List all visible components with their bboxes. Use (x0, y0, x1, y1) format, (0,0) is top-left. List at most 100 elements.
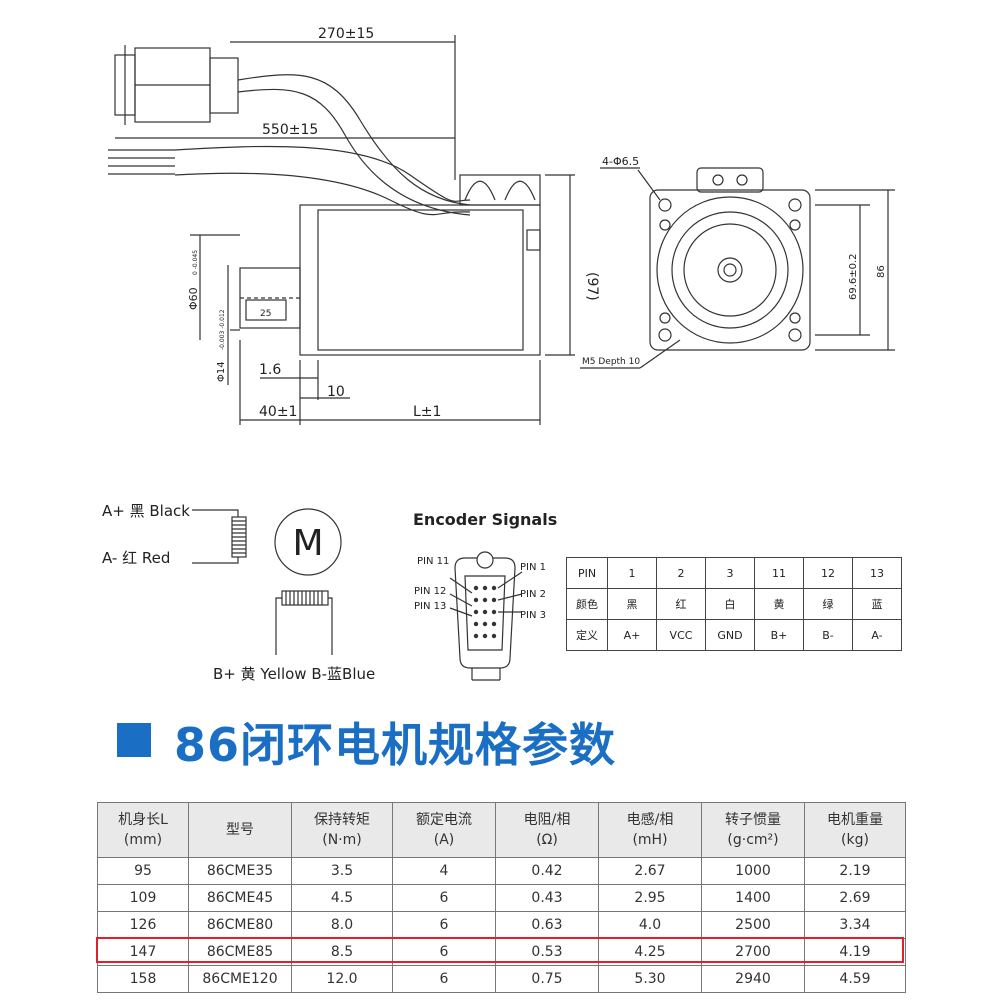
spec-table-cell: 3.5 (291, 857, 393, 885)
spec-table-cell: 6 (392, 911, 496, 939)
spec-header-cell: 电阻/相(Ω) (495, 802, 599, 858)
pin-table-cell: 黄 (754, 588, 804, 620)
pin-table-cell: 颜色 (566, 588, 608, 620)
spec-header-label: 型号 (226, 822, 254, 838)
spec-table-cell: 109 (97, 884, 189, 912)
spec-table-cell: 2.19 (804, 857, 906, 885)
spec-header-label: 转子惯量 (725, 812, 781, 828)
pin-table-cell: 红 (656, 588, 706, 620)
dim-phi14-tol: -0.003 -0.012 (219, 309, 226, 350)
dim-holes: 4-Φ6.5 (602, 155, 639, 168)
spec-table-cell: 0.42 (495, 857, 599, 885)
spec-table-cell: 4.25 (598, 938, 702, 966)
spec-table-cell: 86CME85 (188, 938, 292, 966)
dim-1-6: 1.6 (259, 362, 281, 378)
spec-table-cell: 5.30 (598, 965, 702, 993)
spec-table-cell: 12.0 (291, 965, 393, 993)
spec-table-cell: 4.0 (598, 911, 702, 939)
db15-connector: PIN 11 PIN 12 PIN 13 PIN 1 PIN 2 PIN 3 (414, 551, 546, 681)
spec-header-unit: (mm) (123, 832, 163, 848)
wire-a-minus-label: A- 红 Red (102, 549, 171, 567)
pin-table-cell: PIN (566, 557, 608, 589)
spec-table-cell: 2700 (701, 938, 805, 966)
section-title: 86闭环电机规格参数 (174, 718, 617, 772)
spec-table-cell: 2500 (701, 911, 805, 939)
spec-header-unit: (mH) (632, 832, 668, 848)
wire-b-label: B+ 黄 Yellow B-蓝Blue (213, 665, 376, 683)
spec-header-unit: (Ω) (536, 832, 558, 848)
motor-symbol-letter: M (292, 523, 323, 564)
spec-header-cell: 额定电流 (A) (392, 802, 496, 858)
spec-table-cell: 86CME80 (188, 911, 292, 939)
spec-table-cell: 2.95 (598, 884, 702, 912)
pin-table-cell: GND (705, 619, 755, 651)
spec-table-cell: 0.43 (495, 884, 599, 912)
wire-a-plus-label: A+ 黑 Black (102, 502, 190, 520)
spec-table-cell: 1000 (701, 857, 805, 885)
dim-m5: M5 Depth 10 (582, 357, 640, 367)
coil-b-icon (281, 590, 329, 606)
pin-table-cell: 13 (852, 557, 902, 589)
pin11-label: PIN 11 (417, 556, 449, 567)
spec-table-cell: 0.75 (495, 965, 599, 993)
spec-table-cell: 2.69 (804, 884, 906, 912)
dim-10: 10 (327, 384, 345, 400)
dim-97: (97) (584, 272, 600, 301)
pin-table-cell: B+ (754, 619, 804, 651)
spec-header-label: 机身长L (118, 812, 168, 828)
pin-table-row: 颜色黑红白黄绿蓝 (566, 588, 902, 620)
spec-header-cell: 型号 (188, 802, 292, 858)
spec-table-cell: 86CME35 (188, 857, 292, 885)
spec-header-cell: 转子惯量(g·cm²) (701, 802, 805, 858)
spec-table-cell: 2.67 (598, 857, 702, 885)
pin-table-cell: VCC (656, 619, 706, 651)
spec-table-cell: 6 (392, 965, 496, 993)
pin-table-cell: 白 (705, 588, 755, 620)
spec-table-cell: 4 (392, 857, 496, 885)
spec-header-cell: 电感/相 (mH) (598, 802, 702, 858)
pin-table-cell: 2 (656, 557, 706, 589)
spec-table-cell: 86CME45 (188, 884, 292, 912)
dimension-drawing: 270±15 550±15 (97) Φ60 0 -0.045 25 Φ14 -… (108, 26, 895, 425)
spec-table-cell: 4.19 (804, 938, 906, 966)
spec-header-label: 保持转矩 (314, 812, 370, 828)
spec-header-label: 电感/相 (626, 812, 674, 828)
pin1-label: PIN 1 (520, 562, 546, 573)
pin13-label: PIN 13 (414, 601, 446, 612)
spec-table-cell: 1400 (701, 884, 805, 912)
spec-table-cell: 86CME120 (188, 965, 292, 993)
pin3-label: PIN 3 (520, 610, 546, 621)
spec-table-cell: 95 (97, 857, 189, 885)
pin-table-cell: 黑 (607, 588, 657, 620)
spec-header-label: 电机重量 (827, 812, 883, 828)
spec-table-cell: 2940 (701, 965, 805, 993)
spec-table-cell: 4.59 (804, 965, 906, 993)
pin-table-cell: 11 (754, 557, 804, 589)
dim-25: 25 (260, 309, 271, 319)
spec-header-unit: (A) (433, 832, 455, 848)
spec-header-label: 额定电流 (416, 812, 472, 828)
dim-phi60: Φ60 (187, 287, 200, 310)
pin-table-cell: 蓝 (852, 588, 902, 620)
dim-270: 270±15 (318, 26, 374, 42)
pin2-label: PIN 2 (520, 589, 546, 600)
spec-table-cell: 126 (97, 911, 189, 939)
dim-86: 86 (876, 265, 887, 278)
dim-550: 550±15 (262, 122, 318, 138)
dim-69-6: 69.6±0.2 (848, 253, 859, 300)
spec-table-cell: 0.53 (495, 938, 599, 966)
pin-table-cell: 绿 (803, 588, 853, 620)
spec-table-cell: 8.0 (291, 911, 393, 939)
section-marker (117, 723, 151, 757)
spec-table: 机身长L(mm)型号保持转矩(N·m)额定电流(A)电阻/相(Ω)电感/相(mH… (97, 802, 906, 993)
spec-table-cell: 4.5 (291, 884, 393, 912)
pin-table-cell: 1 (607, 557, 657, 589)
wiring-diagram: M (192, 508, 342, 655)
